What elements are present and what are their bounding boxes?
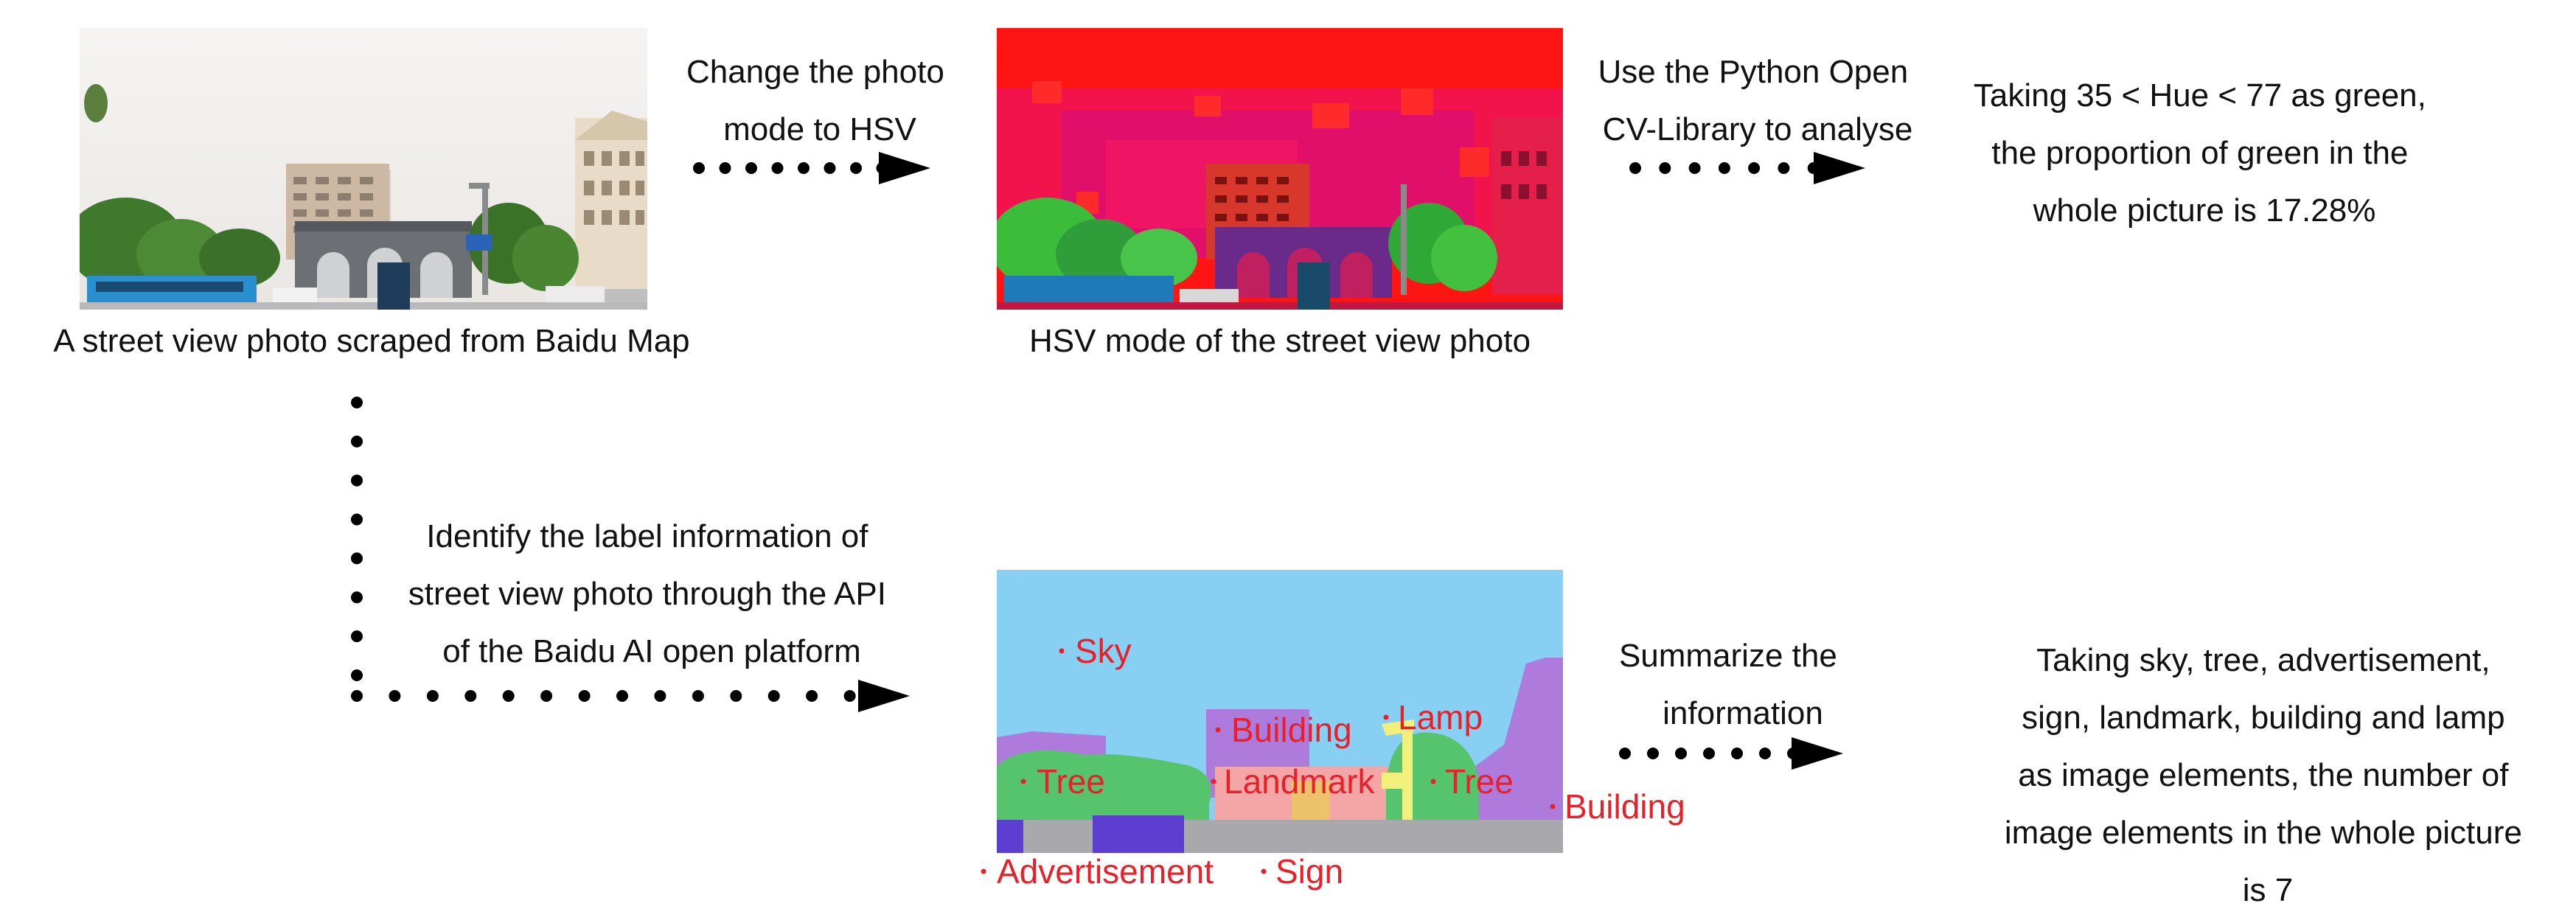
arrow-to-green-result-head <box>1814 152 1865 184</box>
result-elements-line-4: image elements in the whole picture <box>2005 815 2522 851</box>
svg-text:Landmark: Landmark <box>1224 762 1376 801</box>
step-api-line-2: street view photo through the API <box>408 576 886 612</box>
result-elements-line-3: as image elements, the number of <box>2018 757 2509 793</box>
road-region <box>997 820 1563 853</box>
segment-label-sign: Sign <box>1261 852 1343 891</box>
step-hsv-line-1: Change the photo <box>686 54 944 90</box>
result-elements-line-2: sign, landmark, building and lamp <box>2022 700 2505 736</box>
step-api-line-3: of the Baidu AI open platform <box>442 633 861 669</box>
step-summarize-line-2: information <box>1663 695 1823 731</box>
segment-label-sky: Sky <box>1059 632 1132 670</box>
arrow-to-segmentation-head <box>858 680 910 712</box>
arrow-to-green-result <box>1629 152 1865 184</box>
result-green-line-2: the proportion of green in the <box>1991 135 2408 171</box>
svg-text:Tree: Tree <box>1037 762 1105 801</box>
arrow-to-hsv-head <box>879 152 930 184</box>
arrow-to-hsv <box>693 152 930 184</box>
step-summarize-label: Summarize the information <box>1619 638 1846 731</box>
result-green-text: Taking 35 < Hue < 77 as green, the propo… <box>1974 77 2435 229</box>
arrow-down-left <box>351 397 363 681</box>
result-green-line-3: whole picture is 17.28% <box>2033 192 2376 229</box>
step-opencv-line-1: Use the Python Open <box>1598 54 1909 90</box>
step-api-label: Identify the label information of street… <box>408 518 895 669</box>
advertisement-region <box>997 820 1023 853</box>
building-region-right <box>1475 658 1563 853</box>
segment-label-landmark: Landmark <box>1211 762 1376 801</box>
caption-street-photo: A street view photo scraped from Baidu M… <box>53 323 689 359</box>
result-elements-text: Taking sky, tree, advertisement, sign, l… <box>2005 642 2531 908</box>
step-hsv-label: Change the photo mode to HSV <box>686 54 953 147</box>
svg-text:Tree: Tree <box>1445 762 1514 801</box>
caption-hsv-photo: HSV mode of the street view photo <box>1029 323 1531 359</box>
segment-label-tree-2: Tree <box>1430 762 1514 801</box>
step-opencv-label: Use the Python Open CV-Library to analys… <box>1598 54 1918 147</box>
arrow-to-elements-result-head <box>1792 737 1843 770</box>
step-api-line-1: Identify the label information of <box>426 518 868 554</box>
arrow-to-elements-result <box>1619 737 1843 770</box>
svg-text:Sign: Sign <box>1275 852 1343 891</box>
segment-label-building-2: Building <box>1550 787 1685 826</box>
street-view-photo <box>80 28 647 310</box>
step-hsv-line-2: mode to HSV <box>723 111 916 147</box>
segment-label-lamp: Lamp <box>1383 698 1483 736</box>
result-elements-line-5: is 7 <box>2243 872 2293 908</box>
step-opencv-line-2: CV-Library to analyse <box>1603 111 1913 147</box>
flow-arrows <box>351 152 1865 770</box>
hsv-photo <box>997 28 1563 310</box>
svg-text:Sky: Sky <box>1075 632 1132 670</box>
segment-label-tree-1: Tree <box>1020 762 1105 801</box>
result-green-line-1: Taking 35 < Hue < 77 as green, <box>1974 77 2426 114</box>
svg-text:Building: Building <box>1231 711 1352 749</box>
segment-label-advertisement: Advertisement <box>981 852 1214 891</box>
arrow-to-segmentation <box>351 680 910 712</box>
svg-text:Advertisement: Advertisement <box>997 852 1214 891</box>
segmentation-map <box>997 570 1563 853</box>
step-summarize-line-1: Summarize the <box>1619 638 1837 674</box>
result-elements-line-1: Taking sky, tree, advertisement, <box>2036 642 2490 678</box>
svg-text:Lamp: Lamp <box>1398 698 1483 736</box>
svg-text:Building: Building <box>1564 787 1685 826</box>
segment-label-building-1: Building <box>1215 711 1352 749</box>
